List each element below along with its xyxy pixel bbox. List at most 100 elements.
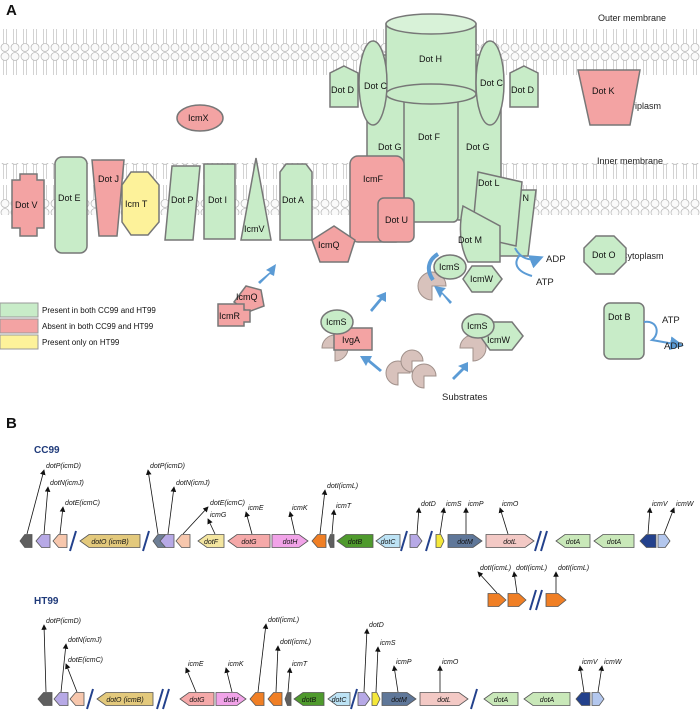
- svg-text:IcmQ: IcmQ: [318, 240, 340, 250]
- contig-break: [425, 530, 433, 552]
- ht99-gene-19: [591, 692, 605, 706]
- atp-label-1: ATP: [536, 277, 554, 288]
- contig-break: [142, 530, 150, 552]
- cc99-callout-8-pointer: [207, 518, 216, 535]
- cc99-callout-13-label: dotI(icmL): [327, 483, 358, 490]
- cc99-gene-1: [19, 534, 33, 548]
- cc99-gene-4: [79, 534, 141, 548]
- ht99-gene-8: [267, 692, 283, 706]
- cc99-gene-9-label: dotG: [241, 539, 257, 546]
- ht99-gene-4: [96, 692, 154, 706]
- ht99-callout-19-label: icmW: [604, 659, 623, 666]
- ht99-callout-1-label: dotP(icmD): [46, 618, 81, 625]
- icm-v: IcmV: [240, 157, 272, 241]
- dot-h: Dot H: [385, 13, 477, 105]
- ht99-callout-13-label: icmS: [380, 640, 396, 647]
- cc99-gene-21-label: dotA: [566, 539, 581, 546]
- cc99-gene-3: [52, 534, 68, 548]
- cc99-extra-3: [545, 593, 567, 607]
- ht99-callout-2-label: dotN(icmJ): [68, 637, 102, 644]
- cc99-gene-2: [35, 534, 51, 548]
- cc99-gene-7: [175, 534, 191, 548]
- cc99-gene-21: [555, 534, 591, 548]
- ht99-callout-9-pointer: [286, 667, 293, 693]
- cc99-callout-14-pointer: [330, 509, 337, 535]
- svg-text:IcmR: IcmR: [219, 311, 240, 321]
- cc99-callout-26-pointer: [663, 507, 675, 535]
- ht99-gene-18: [575, 692, 591, 706]
- ht99-callout-19-pointer: [597, 665, 605, 693]
- svg-text:Dot D: Dot D: [331, 85, 355, 95]
- ht99-callout-5-label: icmE: [188, 661, 204, 668]
- icm-t: Icm T: [121, 171, 160, 236]
- strain-cc99: CC99: [34, 445, 60, 456]
- ht99-gene-14: [381, 692, 417, 706]
- svg-text:Present in both CC99 and HT99: Present in both CC99 and HT99: [42, 306, 156, 315]
- cc99-callout-6-label: dotN(icmJ): [176, 480, 210, 487]
- inner-membrane-label: Inner membrane: [597, 156, 663, 166]
- cc99-extra-callout-1-label: dotI(icmL): [480, 565, 511, 572]
- dot-o: Dot O: [583, 235, 627, 275]
- svg-text:Dot K: Dot K: [592, 86, 615, 96]
- dot-d-right: Dot D: [509, 65, 539, 108]
- svg-text:Dot D: Dot D: [511, 85, 535, 95]
- cc99-callout-25-pointer: [646, 507, 653, 535]
- cc99-gene-20: [485, 534, 535, 548]
- svg-text:IcmS: IcmS: [439, 262, 460, 272]
- dot-p: Dot P: [164, 165, 201, 241]
- svg-text:IcmQ: IcmQ: [236, 292, 258, 302]
- svg-text:Dot C: Dot C: [364, 81, 388, 91]
- cc99-callout-5-pointer: [145, 469, 159, 535]
- substrates-label: Substrates: [442, 392, 488, 403]
- cc99-callout-1-label: dotP(icmD): [46, 463, 81, 470]
- ht99-callout-14-label: icmP: [396, 659, 412, 666]
- contig-break: [350, 688, 358, 710]
- contig-break: [470, 688, 478, 710]
- cc99-gene-23: [639, 534, 657, 548]
- cc99-callout-21-pointer: [498, 507, 509, 535]
- cytoplasm-label: Cytoplasm: [621, 251, 664, 261]
- cc99-callout-12-label: icmK: [292, 505, 308, 512]
- dot-u: Dot U: [377, 197, 415, 243]
- dot-e: Dot E: [54, 156, 88, 254]
- cc99-callout-2-pointer: [43, 486, 51, 535]
- ht99-gene-2: [53, 692, 69, 706]
- svg-text:Dot B: Dot B: [608, 312, 631, 322]
- cc99-callout-2-label: dotN(icmJ): [50, 480, 84, 487]
- svg-text:Dot M: Dot M: [458, 235, 482, 245]
- cc99-gene-17: [409, 534, 423, 548]
- ht99-callout-6-label: icmK: [228, 661, 244, 668]
- ht99-callout-9-label: icmT: [292, 661, 308, 668]
- cc99-extra-callout-2-pointer: [511, 571, 518, 594]
- contig-break: [535, 589, 543, 611]
- cc99-gene-15-label: dotB: [348, 539, 363, 546]
- cc99-callout-26-label: icmW: [676, 501, 695, 508]
- cc99-extra-callout-1-pointer: [477, 571, 498, 594]
- svg-text:IcmW: IcmW: [470, 274, 493, 284]
- icm-r: IcmR: [217, 303, 251, 327]
- cc99-gene-4-label: dotO (icmB): [91, 539, 128, 546]
- cc99-callout-6-pointer: [167, 486, 177, 535]
- ht99-gene-5-label: dotG: [189, 697, 205, 704]
- cc99-callout-13-pointer: [319, 489, 328, 535]
- ht99-callout-12-pointer: [363, 628, 370, 693]
- cc99-callout-7-label: dotE(icmC): [210, 500, 245, 507]
- cc99-extra-callout-2-label: dotI(icmL): [516, 565, 547, 572]
- cc99-gene-8-label: dotF: [204, 539, 219, 546]
- cc99-callout-3-label: dotE(icmC): [65, 500, 100, 507]
- svg-text:Dot C: Dot C: [480, 78, 504, 88]
- icm-s-2: IcmS: [320, 309, 354, 335]
- cc99-extra-callout-3-label: dotI(icmL): [558, 565, 589, 572]
- atp-curve-1: [515, 254, 533, 277]
- svg-text:Dot U: Dot U: [385, 215, 408, 225]
- cc99-gene-22: [593, 534, 635, 548]
- ht99-callout-3-label: dotE(icmC): [68, 657, 103, 664]
- cc99-callout-25-label: icmV: [652, 501, 669, 508]
- svg-text:Dot V: Dot V: [15, 200, 38, 210]
- ht99-gene-12: [357, 692, 371, 706]
- ht99-callout-3-pointer: [65, 663, 78, 693]
- cc99-gene-24: [657, 534, 671, 548]
- cc99-extra-1: [487, 593, 507, 607]
- cc99-callout-18-pointer: [439, 507, 447, 535]
